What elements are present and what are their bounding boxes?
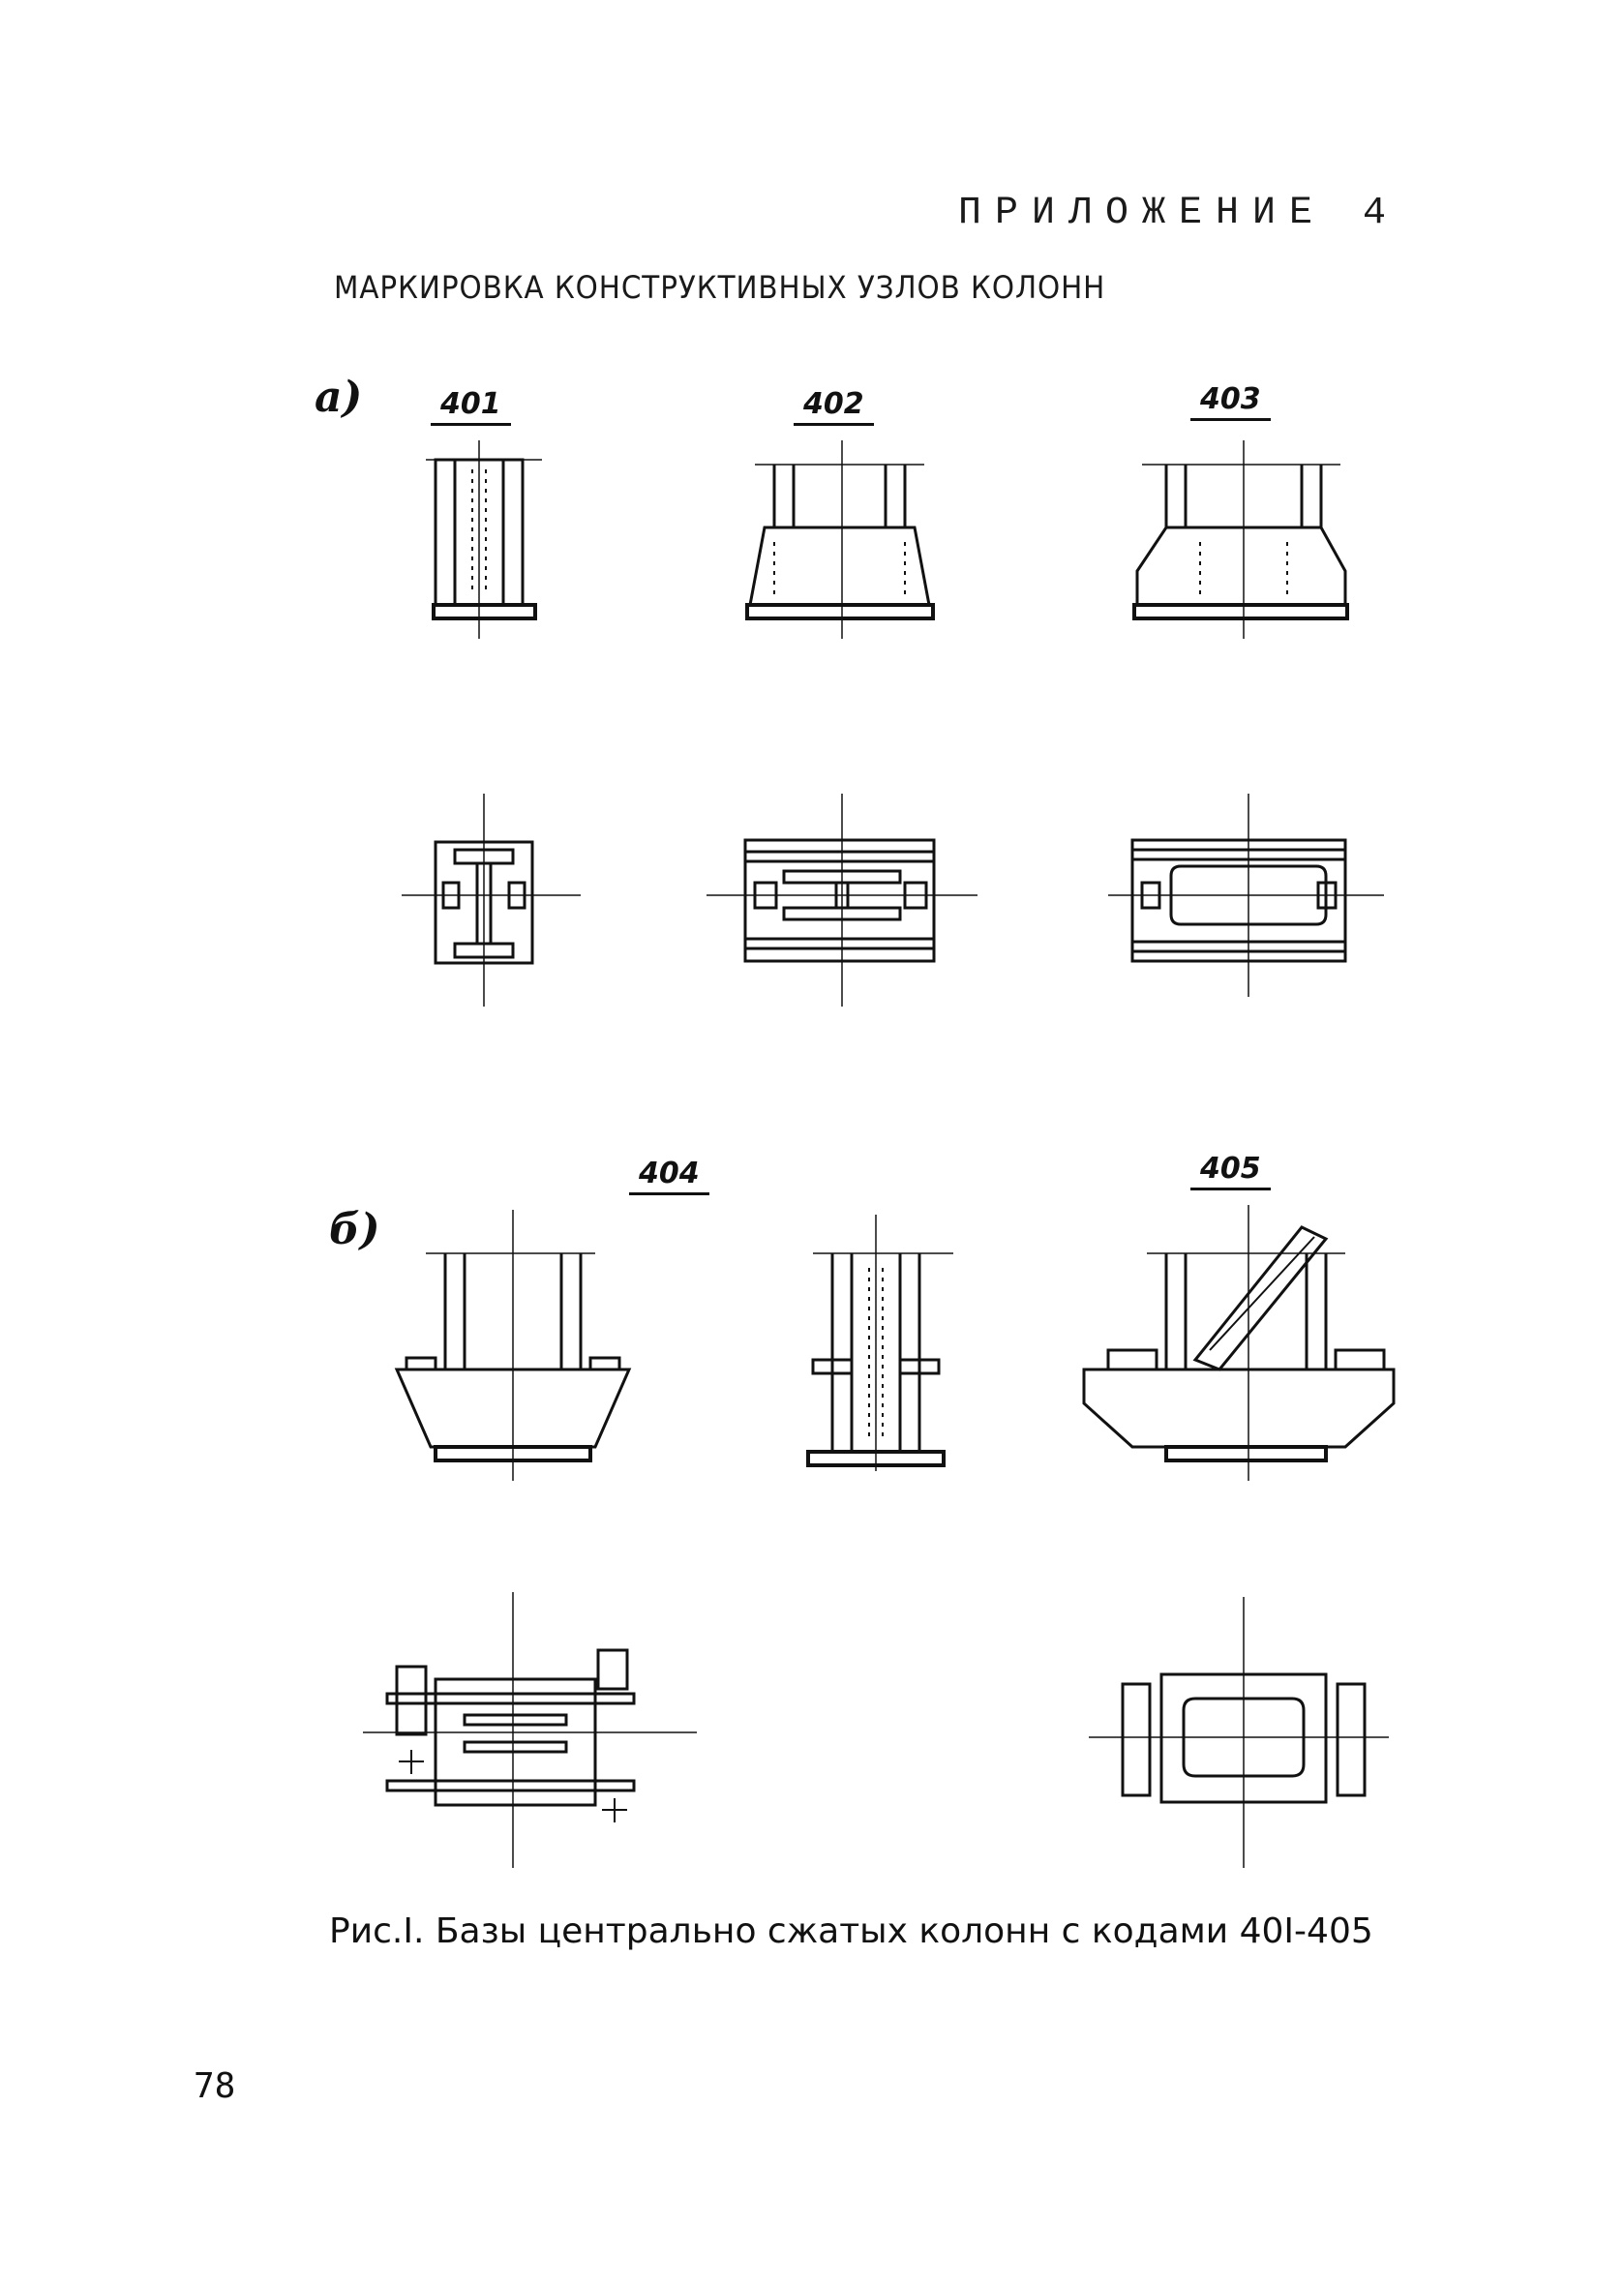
drawing-404-elevation-a <box>394 1210 632 1481</box>
drawing-403-elevation <box>1132 440 1349 639</box>
node-code-405: 405 <box>1190 1152 1271 1190</box>
drawing-402-elevation <box>745 440 935 639</box>
drawing-401-elevation <box>426 440 542 639</box>
node-code-402: 402 <box>794 387 874 426</box>
drawing-405-plan <box>1089 1597 1389 1868</box>
drawing-404-plan <box>363 1592 697 1868</box>
document-title: МАРКИРОВКА КОНСТРУКТИВНЫХ УЗЛОВ КОЛОНН <box>334 269 1106 306</box>
node-code-403: 403 <box>1190 382 1271 421</box>
drawing-404-elevation-b <box>806 1215 953 1471</box>
drawing-401-plan <box>402 794 581 1007</box>
figure-caption: Рис.I. Базы центрально сжатых колонн с к… <box>329 1911 1373 1951</box>
drawing-402-plan <box>707 794 977 1007</box>
appendix-title: ПРИЛОЖЕНИЕ 4 <box>958 192 1400 235</box>
drawing-405-elevation <box>1082 1205 1396 1481</box>
node-code-401: 401 <box>431 387 511 426</box>
node-code-404: 404 <box>629 1157 709 1195</box>
section-label-b: б) <box>329 1205 380 1254</box>
section-label-a: а) <box>315 373 363 422</box>
drawing-403-plan <box>1108 794 1384 997</box>
page-number: 78 <box>194 2066 236 2106</box>
